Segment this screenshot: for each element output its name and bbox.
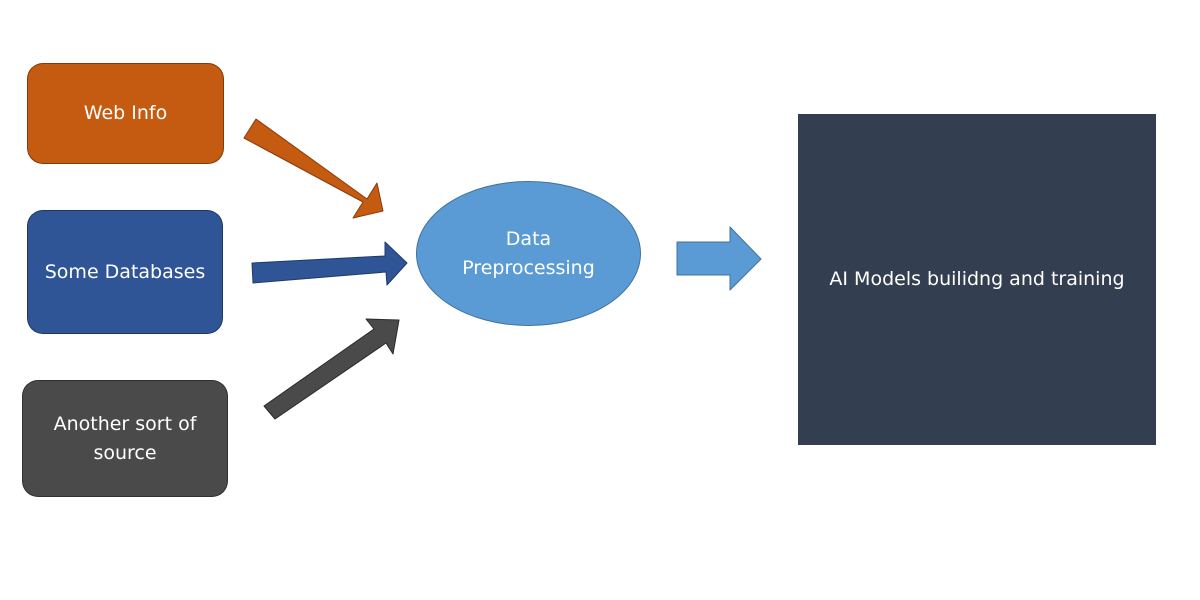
- node-data-preprocessing: Data Preprocessing: [416, 181, 641, 326]
- node-another-source: Another sort of source: [22, 380, 228, 497]
- node-data-preprocessing-label: Data Preprocessing: [462, 227, 595, 279]
- node-some-databases-label: Some Databases: [44, 260, 206, 283]
- node-ai-models-label: AI Models builidng and training: [829, 268, 1125, 290]
- node-another-source-label: Another sort of source: [53, 412, 197, 464]
- node-web-info-label: Web Info: [83, 102, 168, 124]
- node-some-databases: Some Databases: [27, 210, 223, 334]
- arrow-other-to-preprocessing: [263, 318, 400, 420]
- arrow-web-to-preprocessing: [243, 118, 384, 219]
- arrow-databases-to-preprocessing: [251, 241, 408, 286]
- node-web-info: Web Info: [27, 63, 224, 164]
- node-ai-models: AI Models builidng and training: [798, 114, 1156, 445]
- arrow-preprocessing-to-ai: [676, 226, 762, 291]
